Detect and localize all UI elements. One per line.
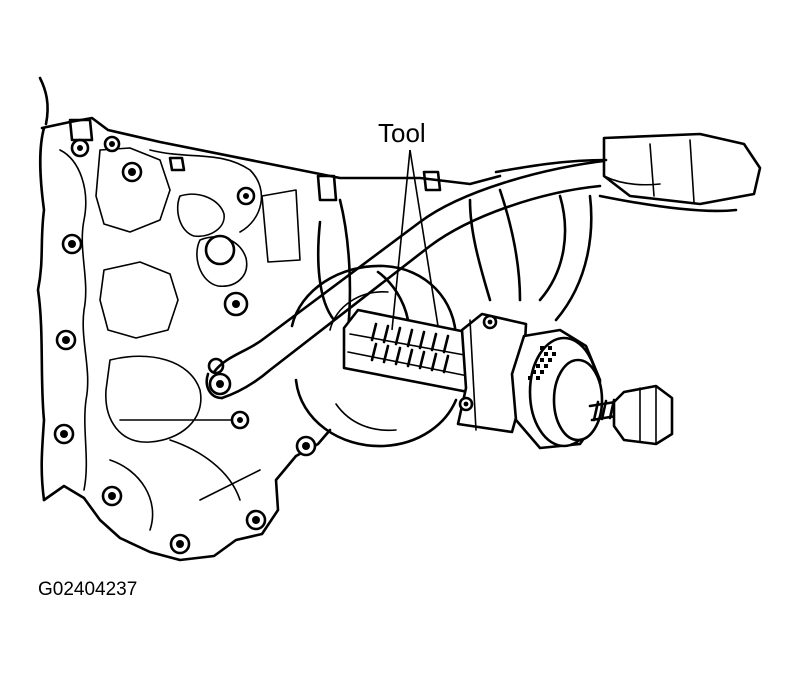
figure-id: G02404237 [38,579,138,600]
support-bracket [205,132,762,400]
tool-leader-line-2 [391,149,411,331]
tool-callout-label: Tool [378,118,426,148]
tool-leader-line [409,149,439,327]
transaxle-case [36,76,502,562]
seal-bore [290,264,458,448]
special-service-tool [342,308,674,450]
